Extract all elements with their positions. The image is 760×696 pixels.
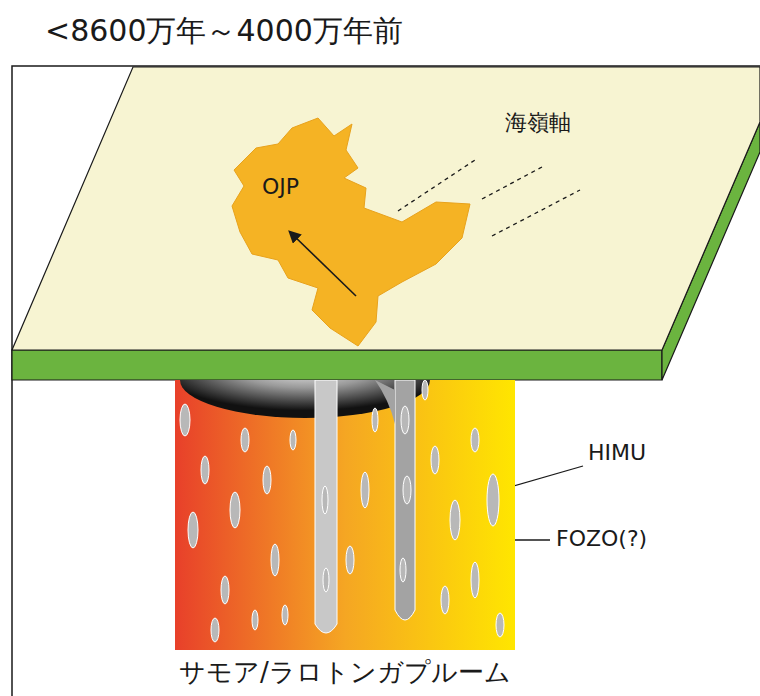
- plateau-shape-shape: [226, 114, 472, 348]
- frame: [12, 66, 760, 696]
- plateau-label: OJP: [262, 174, 299, 199]
- component-label: HIMU: [588, 440, 646, 465]
- component-label: FOZO(?): [556, 526, 647, 551]
- plate-edge: [12, 350, 662, 380]
- plume-body: サモア/ラロトンガプルーム: [175, 380, 515, 652]
- plate-top: [12, 67, 760, 350]
- title: <8600万年～4000万年前: [45, 14, 403, 49]
- ridge-axis-label: 海嶺軸: [505, 110, 571, 135]
- plume-fill: [175, 380, 515, 650]
- plateau-shape: OJP: [226, 114, 472, 348]
- plume-body-shape: [175, 380, 515, 652]
- plume-caption: サモア/ラロトンガプルーム: [179, 658, 511, 688]
- ojp-outline: [232, 118, 470, 346]
- motion-arrow: [290, 232, 356, 296]
